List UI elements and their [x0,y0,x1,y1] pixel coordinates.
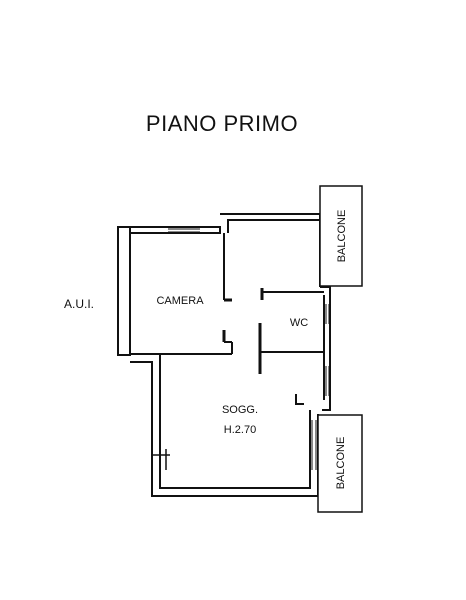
room-height-label: H.2.70 [224,424,256,436]
balcone-top: BALCONE [319,185,363,287]
soggiorno-label: SOGG. [222,404,258,416]
entrance-door [152,449,170,470]
balcone-top-label: BALCONE [336,210,348,263]
wc-label: WC [290,317,308,329]
interior-walls [160,233,324,405]
camera-label: CAMERA [156,295,204,307]
balcone-bottom: BALCONE [317,414,363,513]
balcone-bottom-label: BALCONE [335,437,347,490]
aui-label: A.U.I. [64,297,94,311]
plan-title: PIANO PRIMO [146,111,298,136]
